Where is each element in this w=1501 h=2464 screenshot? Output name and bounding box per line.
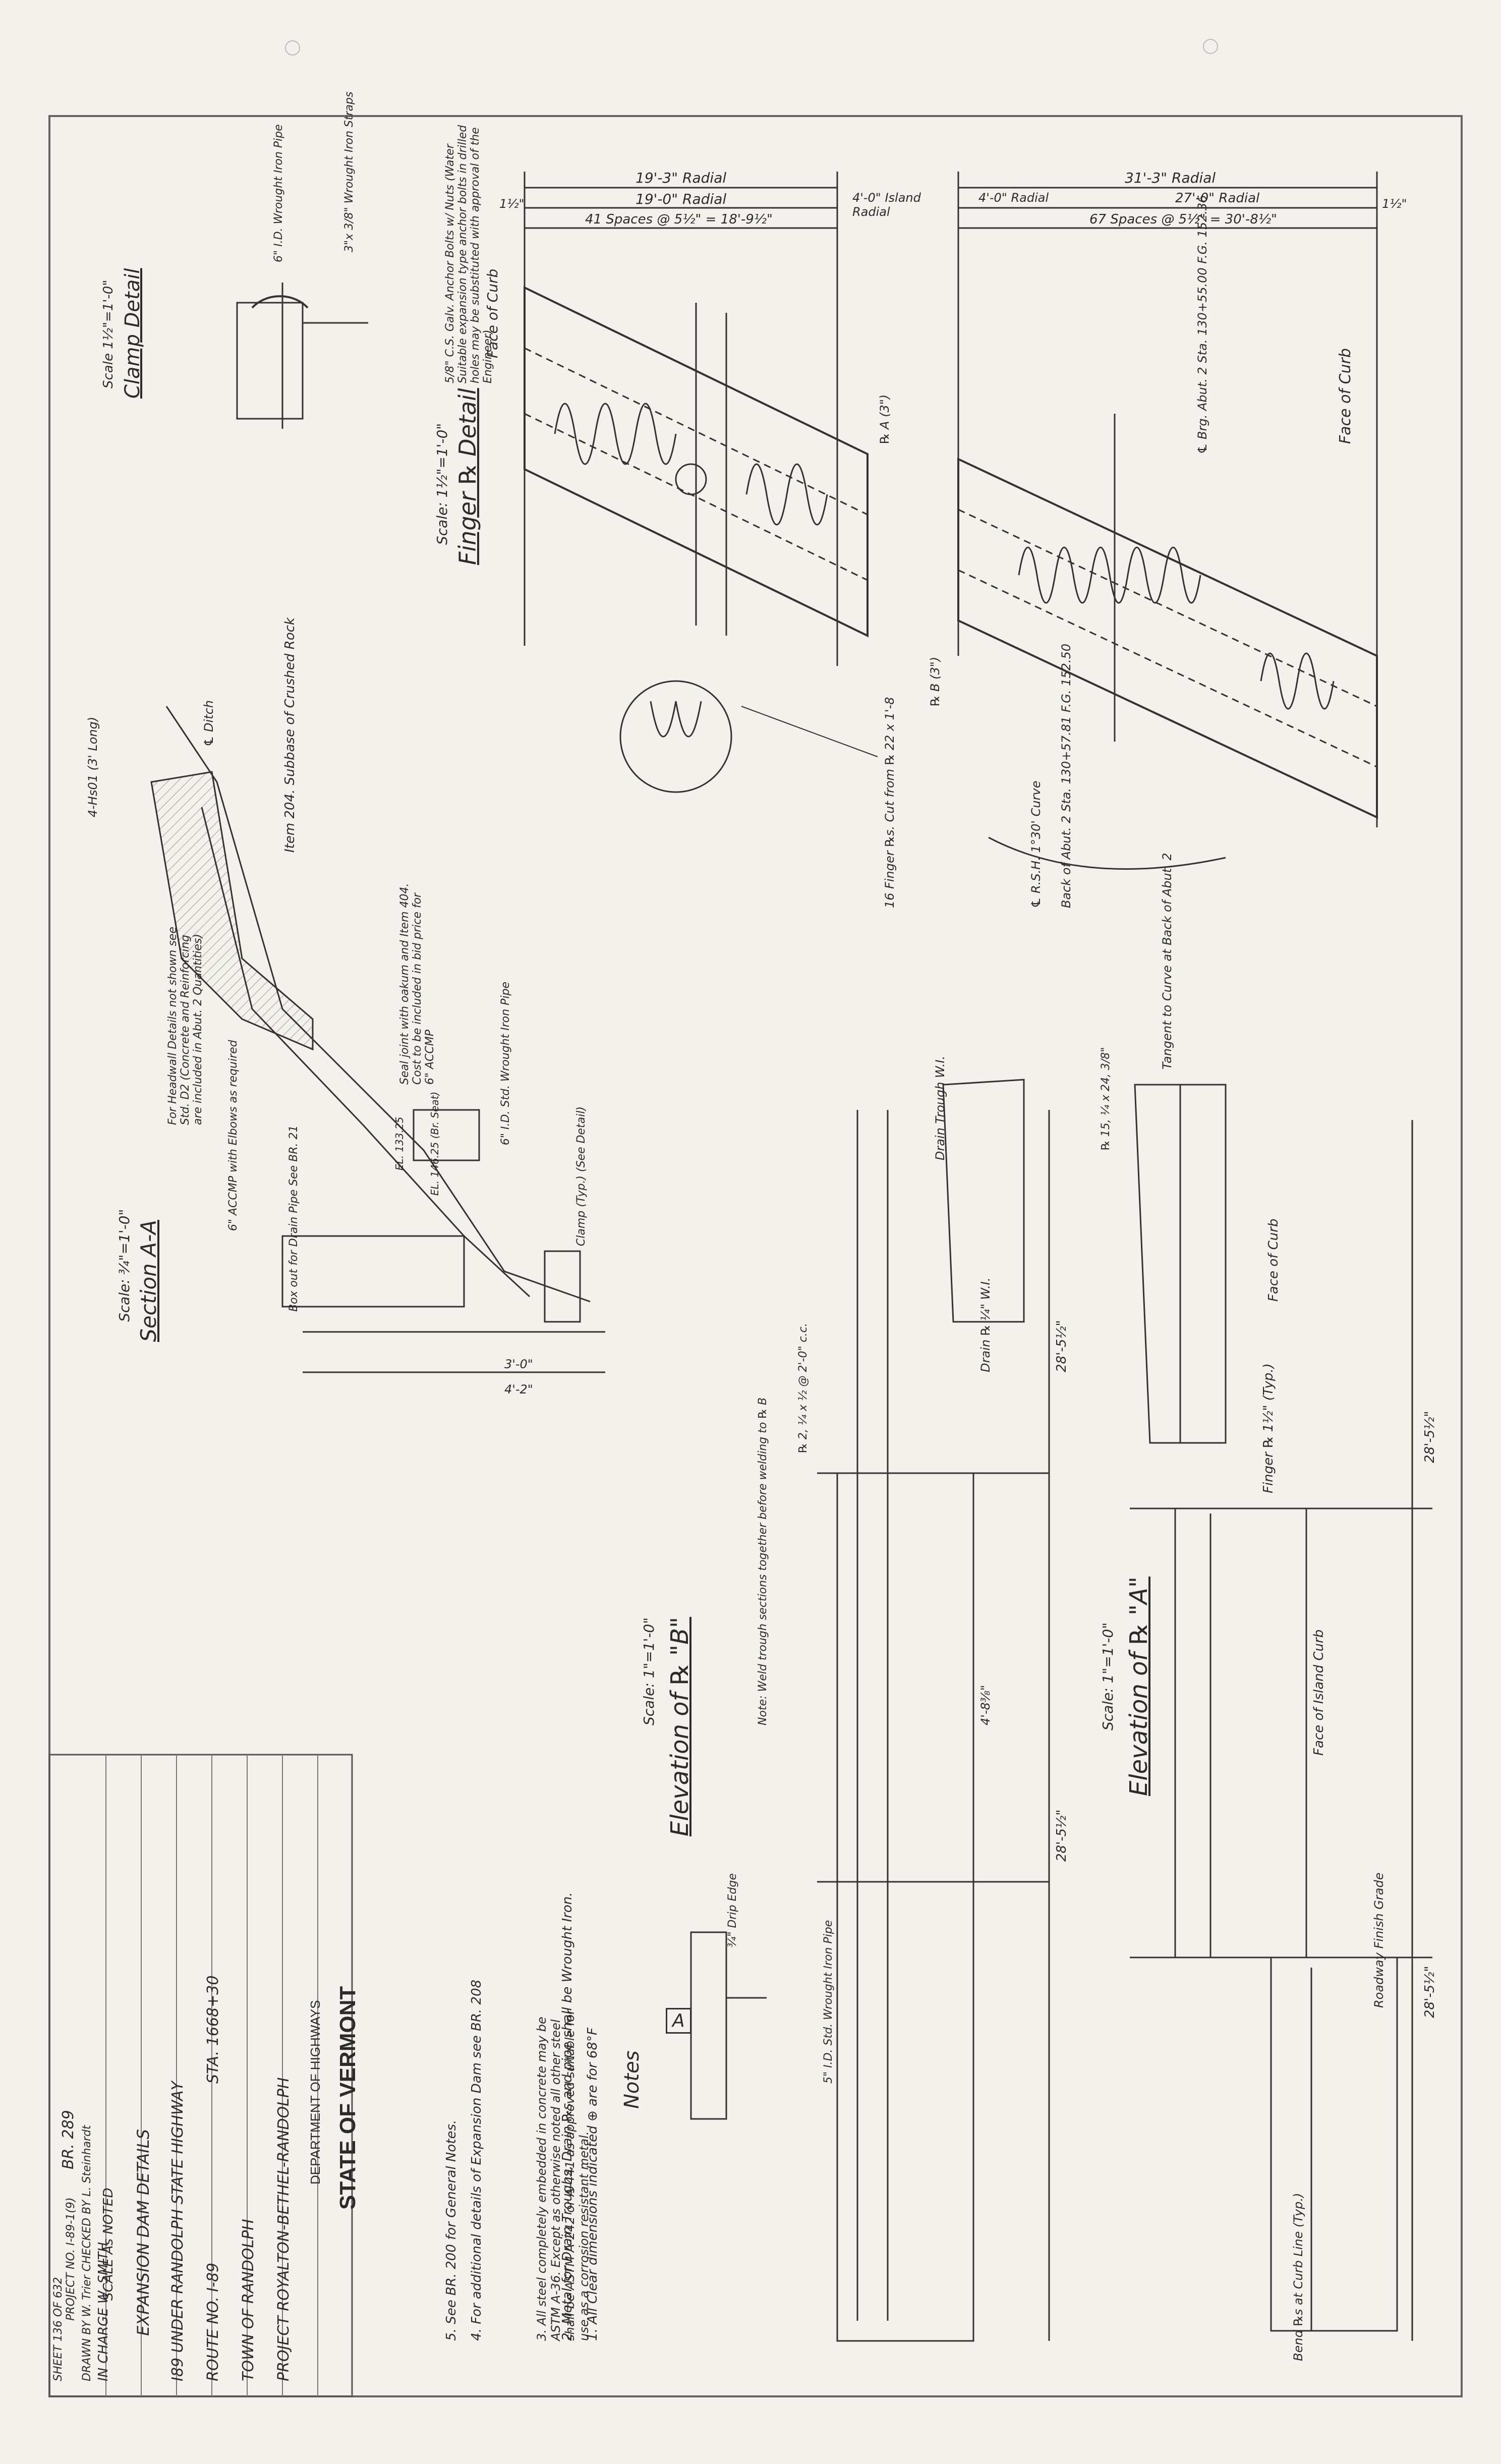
dim-radial-right-total: 31'-3" Radial bbox=[1125, 170, 1216, 186]
elevation-a-title: Elevation of ℞ "A" bbox=[1125, 1576, 1153, 1796]
section-a-scale: Scale: ¾"=1'-0" bbox=[116, 1209, 133, 1322]
title-project: PROJECT ROYALTON-BETHEL-RANDOLPH bbox=[275, 2077, 293, 2382]
note-5: 5. See BR. 200 for General Notes. bbox=[444, 2119, 459, 2341]
finger-plate-detail-title: Finger ℞ Detail bbox=[454, 388, 481, 565]
label-accmp: 6" ACCMP with Elbows as required bbox=[227, 1040, 240, 1231]
label-roadway: Roadway Finish Grade bbox=[1372, 1872, 1386, 2008]
dim-island: 4'-0" Island Radial bbox=[852, 191, 921, 219]
label-dim-a2: 28'-5½" bbox=[1422, 1966, 1437, 2018]
dim-radial-right-b: 27'-0" Radial bbox=[1175, 191, 1260, 206]
title-route: ROUTE NO. I-89 bbox=[204, 2263, 222, 2381]
title-project-no: PROJECT NO. I-89-1(9) bbox=[65, 2197, 77, 2321]
section-mark: A bbox=[666, 2008, 691, 2034]
label-elev2: EL. 133.25 bbox=[393, 1116, 406, 1170]
label-brg-abut: ℄ Brg. Abut. 2 Sta. 130+55.00 F.G. 152.3… bbox=[1195, 195, 1209, 454]
label-ditch: ℄ Ditch bbox=[202, 700, 216, 747]
label-bars: ℞ 2, ¼ x ½ @ 2'-0" c.c. bbox=[797, 1323, 810, 1453]
label-finger-plate: Finger ℞ 1½" (Typ.) bbox=[1261, 1363, 1276, 1493]
title-town: TOWN OF RANDOLPH bbox=[240, 2219, 257, 2381]
notes-heading: Notes bbox=[620, 2050, 644, 2109]
label-face-curb-right: Face of Curb bbox=[1337, 348, 1354, 444]
label-crsh: ℄ R.S.H. 1°30' Curve bbox=[1029, 780, 1043, 908]
label-elev1: EL. 146.25 (Br. Seat) bbox=[429, 1091, 441, 1196]
dim-radial-left-total: 19'-3" Radial bbox=[636, 170, 727, 186]
label-back-of-abut: Back of Abut. 2 Sta. 130+57.81 F.G. 152.… bbox=[1059, 643, 1073, 908]
label-pipe: 6" I.D. Std. Wrought Iron Pipe bbox=[499, 981, 512, 1145]
label-dim-b1: 28'-5½" bbox=[1054, 1320, 1069, 1372]
dim-edge-left: 1½" bbox=[499, 197, 525, 211]
elevation-plate-b bbox=[690, 1079, 1050, 2342]
clamp-detail-title: Clamp Detail bbox=[121, 268, 144, 399]
finger-plate-detail-scale: Scale: 1½"=1'-0" bbox=[434, 423, 450, 545]
title-drawn-checked: DRAWN BY W. Trier CHECKED BY L. Steinhar… bbox=[81, 2125, 93, 2381]
title-department: DEPARTMENT OF HIGHWAYS bbox=[308, 2000, 323, 2185]
label-clamp: Clamp (Typ.) (See Detail) bbox=[575, 1106, 588, 1246]
label-anchor-bolts: 5/8" C.S. Galv. Anchor Bolts w/ Nuts (Wa… bbox=[444, 125, 494, 383]
section-a-a bbox=[150, 706, 605, 1373]
label-dim2: 4'-2" bbox=[504, 1382, 533, 1396]
label-dim-island: 4'-8⅜" bbox=[978, 1685, 993, 1725]
title-sheet-title: EXPANSION DAM DETAILS bbox=[134, 2129, 153, 2336]
dim-radial-left: 19'-0" Radial bbox=[636, 191, 727, 207]
label-dim-a1: 28'-5½" bbox=[1422, 1411, 1437, 1463]
label-plate-b: ℞ B (3") bbox=[928, 656, 942, 706]
elevation-b-scale: Scale: 1"=1'-0" bbox=[641, 1617, 657, 1725]
plan-view bbox=[524, 172, 1378, 870]
label-headwall: For Headwall Details not shown see Std. … bbox=[166, 927, 204, 1125]
title-station: STA. 1668+30 bbox=[204, 1975, 222, 2084]
dim-radial-right-a: 4'-0" Radial bbox=[978, 191, 1049, 205]
finger-detail-callout bbox=[619, 680, 732, 793]
note-3: 3. All steel completely embedded in conc… bbox=[535, 2009, 591, 2341]
label-weld: Note: Weld trough sections together befo… bbox=[757, 1397, 769, 1725]
label-plate-a: ℞ A (3") bbox=[878, 394, 892, 444]
elevation-plate-a bbox=[1130, 1084, 1432, 2341]
note-4: 4. For additional details of Expansion D… bbox=[469, 1979, 484, 2341]
label-drain-trough: Drain Trough W.I. bbox=[933, 1055, 947, 1160]
clamp-detail bbox=[236, 283, 368, 429]
punch-hole bbox=[1203, 39, 1218, 54]
sheet-border bbox=[48, 115, 1463, 2397]
dim-edge-right: 1½" bbox=[1382, 197, 1407, 211]
label-iron-pipe: 6" I.D. Wrought Iron Pipe bbox=[272, 124, 285, 262]
label-drip: ¾" Drip Edge bbox=[726, 1873, 739, 1947]
label-drain: Drain ℞ ¼" W.I. bbox=[978, 1277, 993, 1372]
elevation-b-title: Elevation of ℞ "B" bbox=[666, 1616, 694, 1836]
label-iron-straps: 3"x 3/8" Wrought Iron Straps bbox=[343, 91, 356, 252]
clamp-detail-scale: Scale 1½"=1'-0" bbox=[101, 279, 116, 388]
section-a-title: Section A-A bbox=[136, 1219, 161, 1342]
title-state: STATE OF VERMONT bbox=[335, 1986, 360, 2210]
label-finger-cut: 16 Finger ℞s. Cut from ℞ 22 x 1'-8 bbox=[883, 697, 897, 908]
label-elev-note: 4-Hs01 (3' Long) bbox=[86, 716, 100, 817]
label-dim1: 3'-0" bbox=[504, 1357, 533, 1371]
title-bridge: I89 UNDER RANDOLPH STATE HIGHWAY bbox=[169, 2081, 187, 2381]
label-elev-face-curb: Face of Curb bbox=[1266, 1218, 1281, 1302]
title-in-charge: IN CHARGE W. SMITH bbox=[96, 2242, 111, 2381]
dim-spaces-right: 67 Spaces @ 5½" = 30'-8½" bbox=[1089, 212, 1277, 227]
title-sheet-no: SHEET 136 OF 632 bbox=[52, 2277, 65, 2381]
dim-spaces-left: 41 Spaces @ 5½" = 18'-9½" bbox=[585, 212, 773, 227]
label-box-out: Box out for Drain Pipe See BR. 21 bbox=[287, 1125, 300, 1312]
label-tangent: Tangent to Curve at Back of Abut. 2 bbox=[1160, 853, 1174, 1070]
title-block-lines bbox=[105, 1755, 318, 2396]
punch-hole bbox=[285, 40, 300, 55]
elevation-a-scale: Scale: 1"=1'-0" bbox=[1100, 1622, 1116, 1730]
label-dim-b2: 28'-5½" bbox=[1054, 1809, 1069, 1862]
label-face-island: Face of Island Curb bbox=[1311, 1629, 1326, 1756]
title-block-frame bbox=[48, 1754, 353, 2397]
label-seal-joint: Seal joint with oakum and Item 404. Cost… bbox=[398, 883, 436, 1085]
title-sheet-ref: BR. 289 bbox=[60, 2110, 77, 2169]
label-wi-pipe: 5" I.D. Std. Wrought Iron Pipe bbox=[822, 1920, 835, 2084]
label-studs: ℞ 15, ¼ x 24, 3/8" bbox=[1100, 1047, 1112, 1150]
label-bend-plate: Bend ℞s at Curb Line (Typ.) bbox=[1291, 2193, 1305, 2361]
label-subbase: Item 204. Subbase of Crushed Rock bbox=[282, 617, 298, 853]
